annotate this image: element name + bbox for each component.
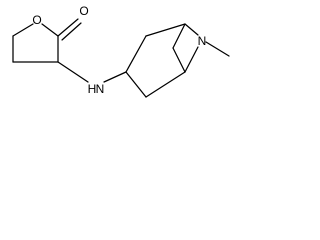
bond-c1-c7 [172, 23, 186, 49]
amine-linker [57, 61, 127, 83]
carbonyl-bond-line-1 [57, 18, 79, 37]
amine-nitrogen-label: N [96, 82, 105, 96]
carbonyl-bond-line-2 [61, 22, 82, 41]
bond-n8-c5 [184, 46, 199, 73]
bond-c3-nh [57, 61, 89, 83]
bond-c3-c2-upper [125, 35, 147, 73]
molecule-structure-diagram: O O H N N [12, 4, 230, 98]
bond-c7-c6 [172, 47, 186, 73]
carbonyl-oxygen-label: O [79, 4, 88, 18]
bond-ring-oxygen-c5 [12, 23, 34, 37]
bridge-nitrogen-label: N [198, 34, 207, 48]
bond-c1-n8 [184, 23, 199, 36]
lactone-ring [12, 23, 59, 63]
amine-hydrogen-label: H [88, 82, 97, 96]
ring-oxygen-label: O [32, 13, 41, 27]
bond-c2-c1 [145, 23, 186, 37]
tropane-ring [125, 23, 230, 98]
bond-n8-methyl [205, 41, 230, 57]
bond-c4-c3-lower [125, 71, 147, 98]
bond-c5-c4 [145, 71, 186, 98]
bond-nh-tropane-c3 [103, 71, 127, 83]
carbonyl-double-bond [57, 18, 82, 41]
bond-c2-ring-oxygen [41, 23, 59, 37]
